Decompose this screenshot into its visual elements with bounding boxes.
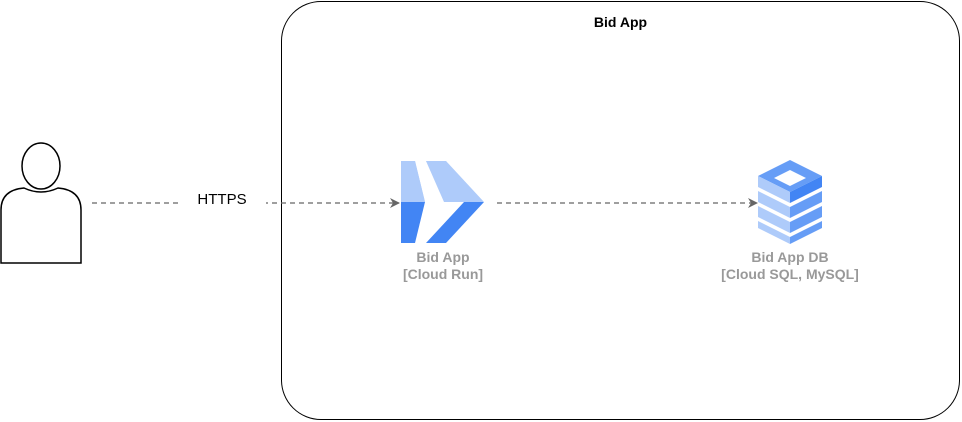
cloud-sql-label: Bid App DB [Cloud SQL, MySQL]: [660, 249, 920, 283]
cloud-sql-tech: [Cloud SQL, MySQL]: [721, 266, 859, 282]
edge-label-https: HTTPS: [178, 191, 266, 209]
cloud-run-label: Bid App [Cloud Run]: [343, 249, 543, 283]
group-title: Bid App: [593, 14, 648, 30]
cloud-sql-icon: [758, 160, 822, 244]
cloud-run-name: Bid App: [416, 249, 470, 265]
person-icon: [0, 142, 82, 264]
cloud-run-icon: [401, 161, 484, 243]
cloud-run-tech: [Cloud Run]: [402, 266, 484, 282]
bid-app-boundary: [281, 1, 960, 420]
cloud-sql-name: Bid App DB: [751, 249, 829, 265]
